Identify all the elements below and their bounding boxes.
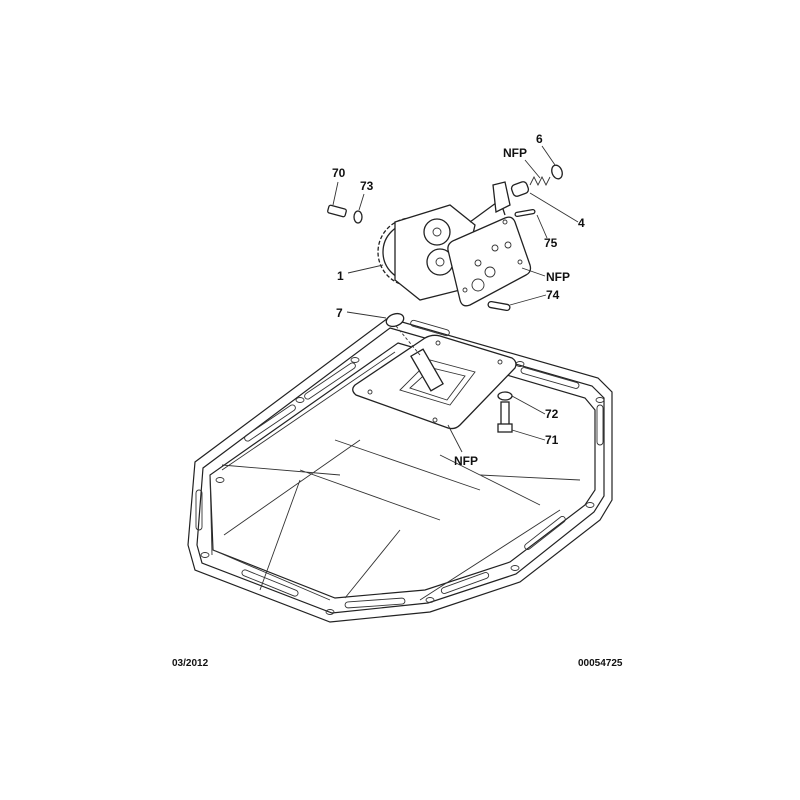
small-parts: [327, 164, 563, 433]
leader-lines: [332, 145, 579, 453]
footer-date: 03/2012: [172, 658, 209, 669]
callout-75: 75: [544, 236, 558, 250]
callout-70: 70: [332, 166, 346, 180]
gasket-slots: [195, 319, 604, 609]
callout-1: 1: [337, 269, 344, 283]
strainer-plate: [352, 334, 517, 430]
callout-73: 73: [360, 179, 374, 193]
callout-7: 7: [336, 306, 343, 320]
footer-reference: 00054725: [578, 658, 623, 669]
callout-nfp-cover: NFP: [546, 270, 570, 284]
callout-71: 71: [545, 433, 559, 447]
gasket-holes: [200, 357, 605, 615]
callout-6: 6: [536, 132, 543, 146]
callout-72: 72: [545, 407, 559, 421]
oil-pump: [377, 181, 532, 307]
callout-nfp-spring: NFP: [503, 146, 527, 160]
o-ring: [385, 312, 405, 328]
oil-pan-gasket: [187, 317, 613, 623]
callout-4: 4: [578, 216, 585, 230]
callout-74: 74: [546, 288, 560, 302]
callout-nfp-plate: NFP: [454, 454, 478, 468]
